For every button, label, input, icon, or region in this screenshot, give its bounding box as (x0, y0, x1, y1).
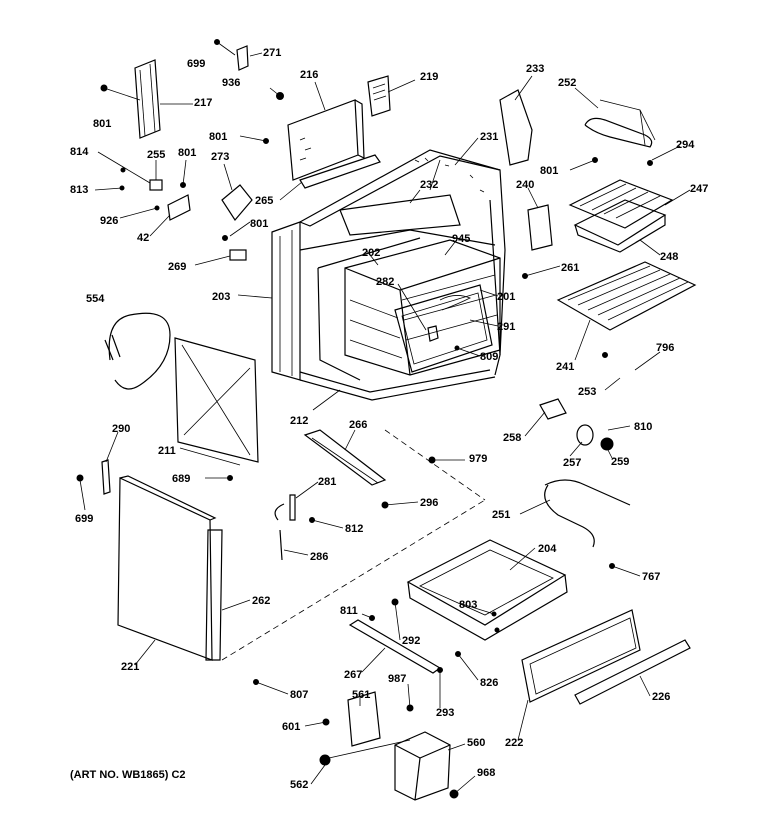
label-562: 562 (290, 779, 308, 791)
label-803: 803 (459, 599, 477, 611)
label-231: 231 (480, 131, 498, 143)
storage-drawer (406, 539, 568, 641)
label-291: 291 (497, 321, 515, 333)
label-259: 259 (611, 456, 629, 468)
broiler-pan (568, 179, 674, 253)
label-560: 560 (467, 737, 485, 749)
label-271: 271 (263, 47, 281, 59)
label-201: 201 (497, 291, 515, 303)
label-926: 926 (100, 215, 118, 227)
label-796: 796 (656, 342, 674, 354)
label-212: 212 (290, 415, 308, 427)
label-801: 801 (93, 118, 111, 130)
label-221: 221 (121, 661, 139, 673)
label-293: 293 (436, 707, 454, 719)
label-253: 253 (578, 386, 596, 398)
label-689: 689 (172, 473, 190, 485)
label-292: 292 (402, 635, 420, 647)
label-281: 281 (318, 476, 336, 488)
label-554: 554 (86, 293, 105, 305)
label-286: 286 (310, 551, 328, 563)
label-273: 273 (211, 151, 229, 163)
label-294: 294 (676, 139, 695, 151)
leader-lines (79, 41, 691, 795)
label-812: 812 (345, 523, 363, 535)
drawer-base (221, 429, 486, 661)
label-699: 699 (75, 513, 93, 525)
label-211: 211 (158, 445, 176, 457)
label-945: 945 (452, 233, 470, 245)
range-cabinet (271, 149, 506, 401)
oven-liner (344, 239, 501, 376)
label-296: 296 (420, 497, 438, 509)
label-269: 269 (168, 261, 186, 273)
label-814: 814 (70, 146, 89, 158)
door-latch (274, 494, 296, 561)
label-252: 252 (558, 77, 576, 89)
label-42: 42 (137, 232, 149, 244)
label-257: 257 (563, 457, 581, 469)
label-222: 222 (505, 737, 523, 749)
label-807: 807 (290, 689, 308, 701)
label-219: 219 (420, 71, 438, 83)
label-810: 810 (634, 421, 652, 433)
drawer-slide (348, 619, 442, 674)
heating-element (584, 99, 656, 148)
label-979: 979 (469, 453, 487, 465)
label-767: 767 (642, 571, 660, 583)
light-assembly (539, 398, 614, 451)
kick-trim (574, 639, 691, 705)
label-267: 267 (344, 669, 362, 681)
label-813: 813 (70, 184, 88, 196)
label-801: 801 (540, 165, 558, 177)
label-811: 811 (340, 605, 358, 617)
label-699: 699 (187, 58, 205, 70)
label-232: 232 (420, 179, 438, 191)
label-826: 826 (480, 677, 498, 689)
rear-bracket (134, 59, 161, 139)
drawer-front (521, 609, 641, 703)
label-290: 290 (112, 423, 130, 435)
label-561: 561 (352, 689, 370, 701)
label-247: 247 (690, 183, 708, 195)
oven-rack (556, 261, 697, 331)
label-987: 987 (388, 673, 406, 685)
label-204: 204 (538, 543, 557, 555)
insulation-panel (174, 337, 259, 463)
label-241: 241 (556, 361, 574, 373)
junction-box (319, 691, 451, 801)
back-housing (287, 99, 381, 189)
label-266: 266 (349, 419, 367, 431)
label-203: 203 (212, 291, 230, 303)
label-216: 216 (300, 69, 318, 81)
label-226: 226 (652, 691, 670, 703)
label-801: 801 (250, 218, 268, 230)
label-258: 258 (503, 432, 521, 444)
door-hinge-bracket (303, 429, 387, 486)
part-labels: 699 271 936 216 219 233 252 801 217 801 … (70, 47, 708, 791)
small-parts (149, 45, 553, 261)
power-cord (104, 312, 171, 390)
label-968: 968 (477, 767, 495, 779)
label-233: 233 (526, 63, 544, 75)
label-265: 265 (255, 195, 273, 207)
label-936: 936 (222, 77, 240, 89)
side-panel (101, 459, 223, 661)
bake-element (544, 479, 631, 548)
label-801: 801 (178, 147, 196, 159)
label-255: 255 (147, 149, 165, 161)
label-282: 282 (376, 276, 394, 288)
label-240: 240 (516, 179, 534, 191)
label-261: 261 (561, 262, 579, 274)
label-262: 262 (252, 595, 270, 607)
label-217: 217 (194, 97, 212, 109)
art-number-caption: (ART NO. WB1865) C2 (70, 769, 186, 781)
label-809: 809 (480, 351, 498, 363)
label-801: 801 (209, 131, 227, 143)
label-251: 251 (492, 509, 510, 521)
label-248: 248 (660, 251, 678, 263)
label-202: 202 (362, 247, 380, 259)
label-601: 601 (282, 721, 300, 733)
